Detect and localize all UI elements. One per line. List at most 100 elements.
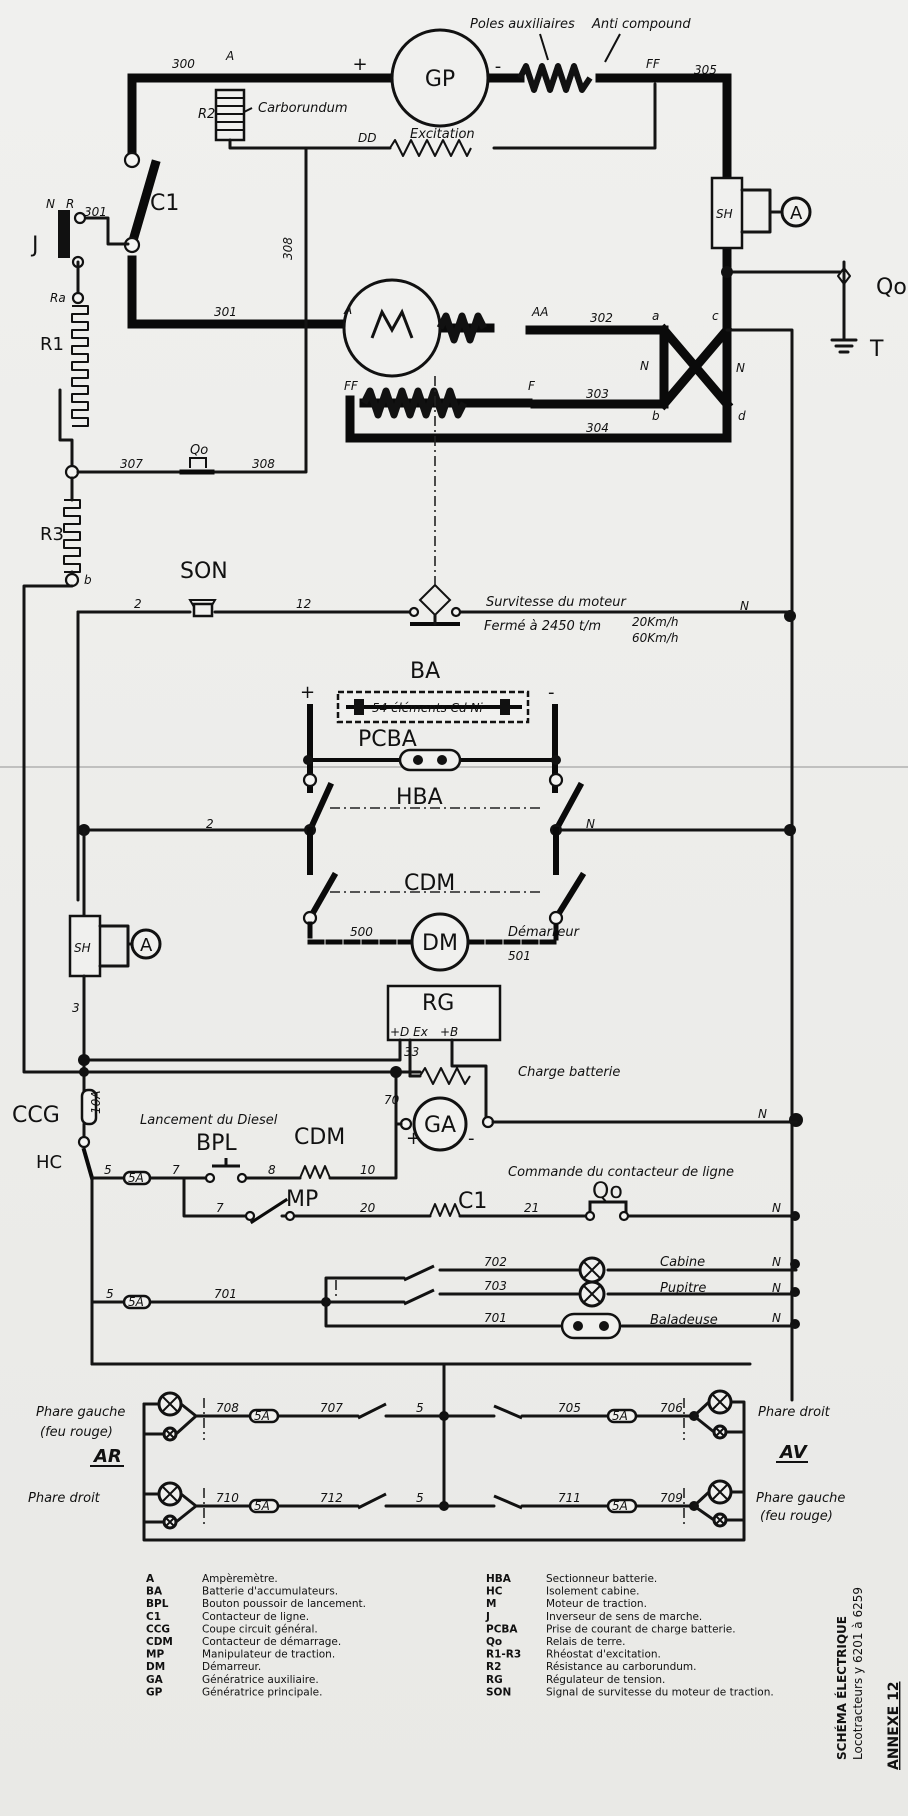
legend-key: DM	[146, 1661, 165, 1673]
r2-label: R2	[198, 107, 215, 122]
legend-description: Régulateur de tension.	[546, 1674, 665, 1686]
dm-label: DM	[422, 931, 458, 956]
headlight-row-upper: 5A 5A 708 707 5 705 706	[194, 1401, 696, 1424]
legend-description: Inverseur de sens de marche.	[546, 1611, 702, 1623]
gp-minus: -	[495, 56, 502, 77]
rev-b: b	[652, 409, 660, 423]
ccg-label: CCG	[12, 1103, 60, 1128]
av-label: AV	[778, 1442, 809, 1463]
legend-key: BA	[146, 1586, 163, 1598]
n-ga: N	[758, 1107, 767, 1121]
wire-304: 304	[586, 421, 609, 435]
wire-305: 305	[694, 63, 717, 77]
gp-label: GP	[425, 67, 455, 92]
j-r-label: R	[66, 197, 74, 211]
n-control: N	[772, 1201, 781, 1215]
rear-feu-rouge: (feu rouge)	[40, 1425, 113, 1440]
cabine-label: Cabine	[660, 1255, 705, 1270]
legend-description: Signal de survitesse du moteur de tracti…	[546, 1686, 774, 1698]
rg-plusb-label: +B	[440, 1025, 458, 1039]
wire-2-son: 2	[134, 597, 142, 611]
j-n-label: N	[46, 197, 55, 211]
wire-20: 20	[360, 1201, 376, 1215]
lancement-label: Lancement du Diesel	[140, 1113, 278, 1128]
ferme-label: Fermé à 2450 t/m	[484, 619, 601, 634]
legend-key: BPL	[146, 1598, 169, 1610]
legend-description: Batterie d'accumulateurs.	[202, 1586, 338, 1598]
dd-label: DD	[358, 131, 376, 145]
wire-710: 710	[216, 1491, 239, 1505]
legend-key: R2	[486, 1661, 501, 1673]
ga-plus: +	[406, 1128, 421, 1149]
rev-n-right: N	[736, 361, 745, 375]
annexe-block: ANNEXE 12	[886, 1681, 902, 1770]
speed1-label: 20Km/h	[632, 615, 678, 629]
legend-description: Relais de terre.	[546, 1636, 625, 1648]
excitation-label: Excitation	[410, 127, 475, 142]
legend-key: GA	[146, 1674, 164, 1686]
front-phare-droit: Phare droit	[758, 1405, 831, 1420]
gp-plus: +	[352, 54, 367, 75]
fuse-5a-r2: 5A	[612, 1409, 628, 1423]
r1-label: R1	[40, 334, 64, 355]
voltage-regulator-rg: RG +D Ex +B 33	[82, 984, 502, 1122]
wire-708: 708	[216, 1401, 239, 1415]
front-feu-rouge: (feu rouge)	[760, 1509, 833, 1524]
earth-t-label: T	[869, 337, 884, 362]
poles-auxiliaires-label: Poles auxiliaires	[470, 17, 575, 32]
wire-5-lights: 5	[106, 1287, 114, 1301]
legend-key: PCBA	[486, 1623, 518, 1635]
legend-key: HC	[486, 1586, 503, 1598]
wire-33: 33	[404, 1045, 419, 1059]
legend-description: Moteur de traction.	[546, 1598, 647, 1610]
overspeed-switch	[408, 583, 462, 626]
wire-712: 712	[320, 1491, 343, 1505]
baladeuse-label: Baladeuse	[650, 1313, 718, 1328]
fuse-10a: 10A	[89, 1091, 103, 1114]
legend-description: Contacteur de ligne.	[202, 1611, 309, 1623]
m-terminal-f: F	[528, 379, 536, 393]
ar-label: AR	[92, 1446, 122, 1467]
wire-701-b: 701	[484, 1311, 507, 1325]
wire-301-lower: 301	[214, 305, 237, 319]
traction-motor-m: A AA FF F	[342, 278, 548, 419]
reversing-switch: a b c d N N	[640, 309, 746, 423]
wire-709: 709	[660, 1491, 683, 1505]
legend-key: R1-R3	[486, 1649, 521, 1661]
hc-label: HC	[36, 1152, 62, 1173]
front-lamps: Phare droit Phare gauche (feu rouge) AV	[683, 1389, 845, 1528]
fuse-5a-lights: 5A	[128, 1295, 144, 1309]
n-baladeuse: N	[772, 1311, 781, 1325]
cdm-coil-label: CDM	[294, 1125, 345, 1150]
qo-label-upper: Qo	[190, 443, 208, 458]
demarreur-label: Démarreur	[508, 925, 581, 940]
header-arrows	[539, 33, 621, 63]
charge-batterie-label: Charge batterie	[518, 1065, 620, 1080]
rear-phare-droit: Phare droit	[28, 1491, 101, 1506]
rear-lamps: Phare gauche (feu rouge) Phare droit AR	[28, 1391, 746, 1542]
legend-description: Génératrice principale.	[202, 1686, 322, 1698]
cabin-lighting: 5A 5 701 702 703 701 Cabine Pupitre Bala…	[90, 1255, 798, 1340]
wire-21: 21	[524, 1201, 539, 1215]
legend-description: Démarreur.	[202, 1661, 261, 1673]
son-label: SON	[180, 559, 228, 584]
ga-minus: -	[468, 1128, 475, 1149]
gp-terminal-ff: FF	[646, 57, 661, 71]
legend-description: Manipulateur de traction.	[202, 1649, 335, 1661]
gp-terminal-a: A	[225, 49, 234, 63]
shunt-ammeter-lower: SH A 3	[68, 828, 162, 1106]
rev-d: d	[738, 409, 746, 423]
rev-c: c	[712, 309, 719, 323]
legend-description: Isolement cabine.	[546, 1586, 639, 1598]
sh-top-label: SH	[716, 207, 733, 221]
fuse-5a-r4: 5A	[612, 1499, 628, 1513]
commande-label: Commande du contacteur de ligne	[508, 1165, 734, 1180]
wire-308-vertical: 308	[281, 237, 295, 260]
legend-description: Sectionneur batterie.	[546, 1573, 657, 1585]
ba-minus: -	[548, 682, 555, 703]
legend-key: CCG	[146, 1623, 170, 1635]
ba-plus: +	[300, 682, 315, 703]
wire-5-upper: 5	[416, 1401, 424, 1415]
wire-302: 302	[590, 311, 613, 325]
c1-label: C1	[150, 191, 179, 216]
